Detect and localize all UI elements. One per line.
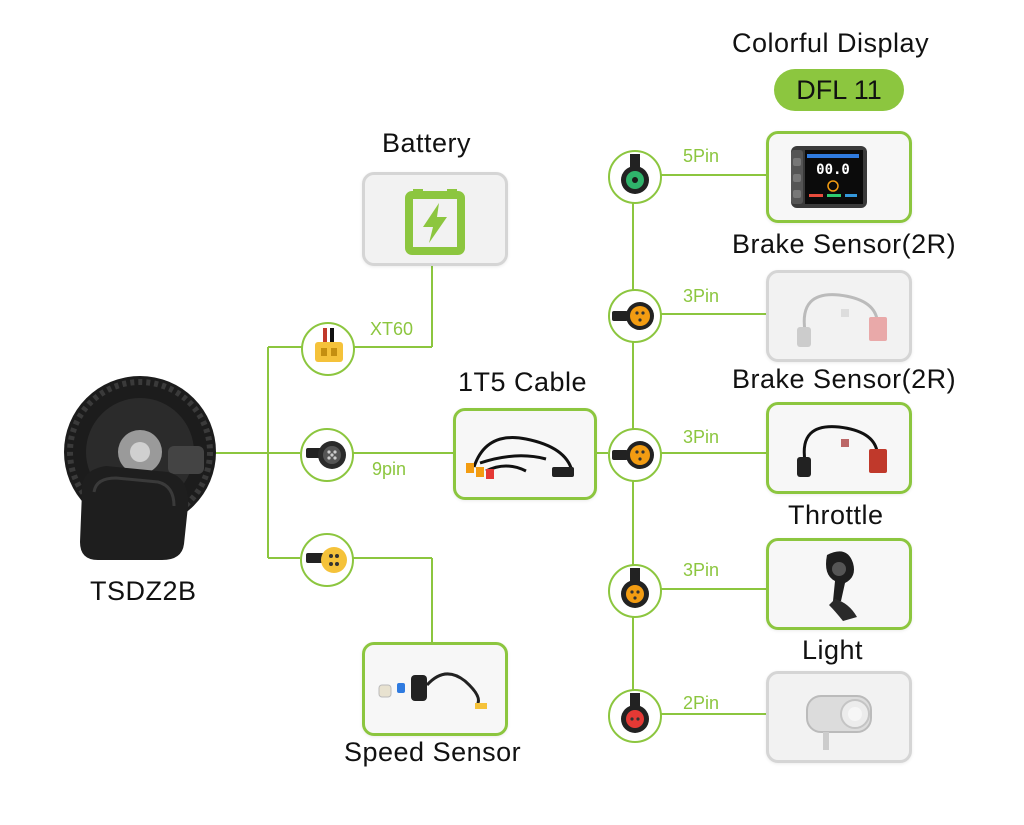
xt60-connector bbox=[301, 322, 355, 376]
brake-sensor-1-pin-label: 3Pin bbox=[683, 286, 720, 306]
throttle-title: Throttle bbox=[788, 500, 884, 530]
brake-sensor-2-pin-label: 3Pin bbox=[683, 427, 720, 447]
cable-box bbox=[453, 408, 597, 500]
brake-sensor-icon bbox=[797, 293, 887, 347]
battery-box bbox=[362, 172, 508, 266]
display-device: 00.0 bbox=[766, 131, 912, 223]
battery-icon bbox=[405, 189, 465, 255]
brake-sensor-icon bbox=[797, 425, 887, 477]
light-pin-label: 2Pin bbox=[683, 693, 720, 713]
connector-3pin-icon bbox=[621, 568, 649, 608]
connector-3pin-icon bbox=[612, 441, 654, 469]
speed-sensor-title: Speed Sensor bbox=[344, 737, 522, 767]
9pin-connector-icon bbox=[306, 441, 346, 469]
cable-icon bbox=[466, 436, 574, 479]
display-connector bbox=[608, 150, 662, 204]
throttle-pin-label: 3Pin bbox=[683, 560, 720, 580]
9pin-connector bbox=[300, 428, 354, 482]
throttle-box bbox=[766, 538, 912, 630]
throttle-icon bbox=[826, 551, 857, 621]
light-box bbox=[766, 671, 912, 763]
display-pin-label: 5Pin bbox=[683, 146, 720, 166]
light-title: Light bbox=[802, 635, 864, 665]
brake-sensor-1-connector bbox=[608, 289, 662, 343]
motor-image bbox=[58, 374, 224, 570]
speed-sensor-connector bbox=[300, 533, 354, 587]
brake-sensor-2-box bbox=[766, 402, 912, 494]
light-connector bbox=[608, 689, 662, 743]
cable-title: 1T5 Cable bbox=[458, 367, 588, 397]
brake-sensor-2-title: Brake Sensor(2R) bbox=[732, 364, 957, 394]
display-icon: 00.0 bbox=[791, 146, 867, 208]
connector-2pin-icon bbox=[621, 693, 649, 733]
cable-connector-label: 9pin bbox=[372, 459, 407, 479]
speed-sensor-box bbox=[362, 642, 508, 736]
brake-sensor-2-connector bbox=[608, 428, 662, 482]
speed-connector-icon bbox=[306, 547, 347, 573]
throttle-connector bbox=[608, 564, 662, 618]
brake-sensor-1-box bbox=[766, 270, 912, 362]
speed-sensor-icon bbox=[378, 672, 487, 709]
display-title: Colorful Display bbox=[732, 28, 930, 58]
connector-5pin-icon bbox=[621, 154, 649, 194]
xt60-connector-icon bbox=[315, 328, 343, 362]
display-model-badge: DFL 11 bbox=[774, 69, 904, 111]
headlight-icon bbox=[806, 695, 872, 750]
battery-connector-label: XT60 bbox=[370, 319, 414, 339]
connector-3pin-icon bbox=[612, 302, 654, 330]
brake-sensor-1-title: Brake Sensor(2R) bbox=[732, 229, 957, 259]
motor-icon bbox=[64, 376, 216, 560]
battery-title: Battery bbox=[382, 128, 472, 158]
display-speed-readout: 00.0 bbox=[816, 162, 850, 178]
motor-label: TSDZ2B bbox=[90, 576, 197, 606]
